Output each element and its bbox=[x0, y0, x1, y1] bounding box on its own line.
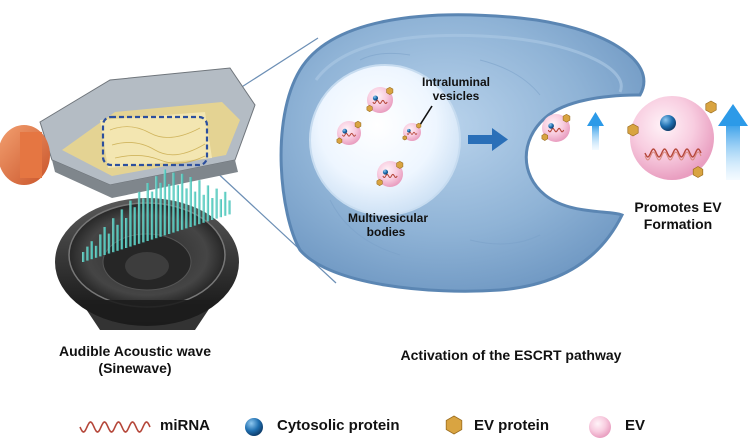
acoustic-wave-line2: (Sinewave) bbox=[98, 359, 172, 376]
wave-bar bbox=[176, 185, 179, 232]
multivesicular-bodies-label: Multivesicular bodies bbox=[348, 211, 429, 240]
ilv-1 bbox=[366, 86, 394, 113]
wave-bar bbox=[129, 200, 132, 247]
wave-bar bbox=[163, 169, 167, 236]
wave-bar bbox=[116, 224, 119, 251]
wave-bar bbox=[142, 198, 145, 243]
wave-bar bbox=[103, 227, 106, 255]
promotes-ev-formation-label: Promotes EV Formation bbox=[634, 199, 722, 232]
zoom-selection bbox=[101, 115, 209, 167]
wave-bar bbox=[90, 241, 93, 260]
transport-arrow bbox=[468, 128, 508, 151]
wave-bar bbox=[189, 177, 192, 227]
wave-bar bbox=[146, 183, 149, 241]
acoustic-device bbox=[0, 67, 256, 198]
wave-bar bbox=[137, 191, 141, 244]
budding-ev bbox=[541, 113, 571, 142]
wave-bar bbox=[155, 176, 158, 239]
ilv-2 bbox=[336, 120, 362, 145]
wave-bar bbox=[223, 191, 227, 216]
wave-bar bbox=[215, 188, 218, 219]
intraluminal-vesicles-label: Intraluminal vesicles bbox=[421, 75, 490, 104]
wave-bar bbox=[202, 194, 205, 223]
legend-cytosolic-protein-icon bbox=[245, 418, 263, 436]
wave-bar bbox=[228, 200, 231, 215]
legend-ev-protein-label: EV protein bbox=[474, 417, 550, 434]
legend-mirna-label: miRNA bbox=[160, 417, 211, 434]
wave-bar bbox=[193, 191, 197, 226]
wave-bar bbox=[172, 172, 175, 233]
legend-ev-protein-icon bbox=[445, 415, 463, 435]
legend-mirna-icon bbox=[79, 421, 151, 433]
increase-arrow-small bbox=[587, 112, 604, 150]
wave-bar bbox=[180, 173, 184, 230]
wave-bar bbox=[219, 199, 222, 218]
ilv-3 bbox=[402, 122, 422, 141]
legend-ev-label: EV bbox=[625, 417, 646, 434]
legend-cytosolic-protein-label: Cytosolic protein bbox=[277, 417, 400, 434]
wave-bar bbox=[150, 191, 154, 240]
acoustic-wave-label: Audible Acoustic wave (Sinewave) bbox=[30, 343, 240, 377]
sound-wave-bars bbox=[82, 169, 231, 262]
multivesicular-body bbox=[309, 64, 461, 216]
wave-bar bbox=[112, 218, 115, 253]
increase-arrow-large bbox=[718, 104, 748, 180]
acoustic-wave-line1: Audible Acoustic wave bbox=[59, 343, 211, 359]
wave-bar bbox=[198, 180, 201, 225]
escrt-pathway-label: Activation of the ESCRT pathway bbox=[400, 347, 622, 363]
wave-bar bbox=[107, 233, 111, 254]
wave-bar bbox=[159, 182, 162, 237]
wave-bar bbox=[185, 188, 188, 229]
wave-bar bbox=[206, 185, 210, 222]
wave-bar bbox=[99, 234, 102, 257]
legend-ev-icon bbox=[589, 416, 611, 438]
legend-icons bbox=[79, 415, 611, 438]
wave-bar bbox=[86, 246, 89, 261]
wave-bar bbox=[94, 245, 98, 258]
wave-bar bbox=[125, 218, 128, 248]
wave-bar bbox=[133, 207, 136, 246]
wave-bar bbox=[168, 184, 171, 234]
wave-bar bbox=[211, 198, 214, 220]
released-ev bbox=[627, 96, 717, 180]
ilv-4 bbox=[376, 160, 404, 187]
wave-bar bbox=[120, 209, 124, 250]
vesicles bbox=[336, 86, 717, 187]
wave-bar bbox=[82, 252, 85, 262]
